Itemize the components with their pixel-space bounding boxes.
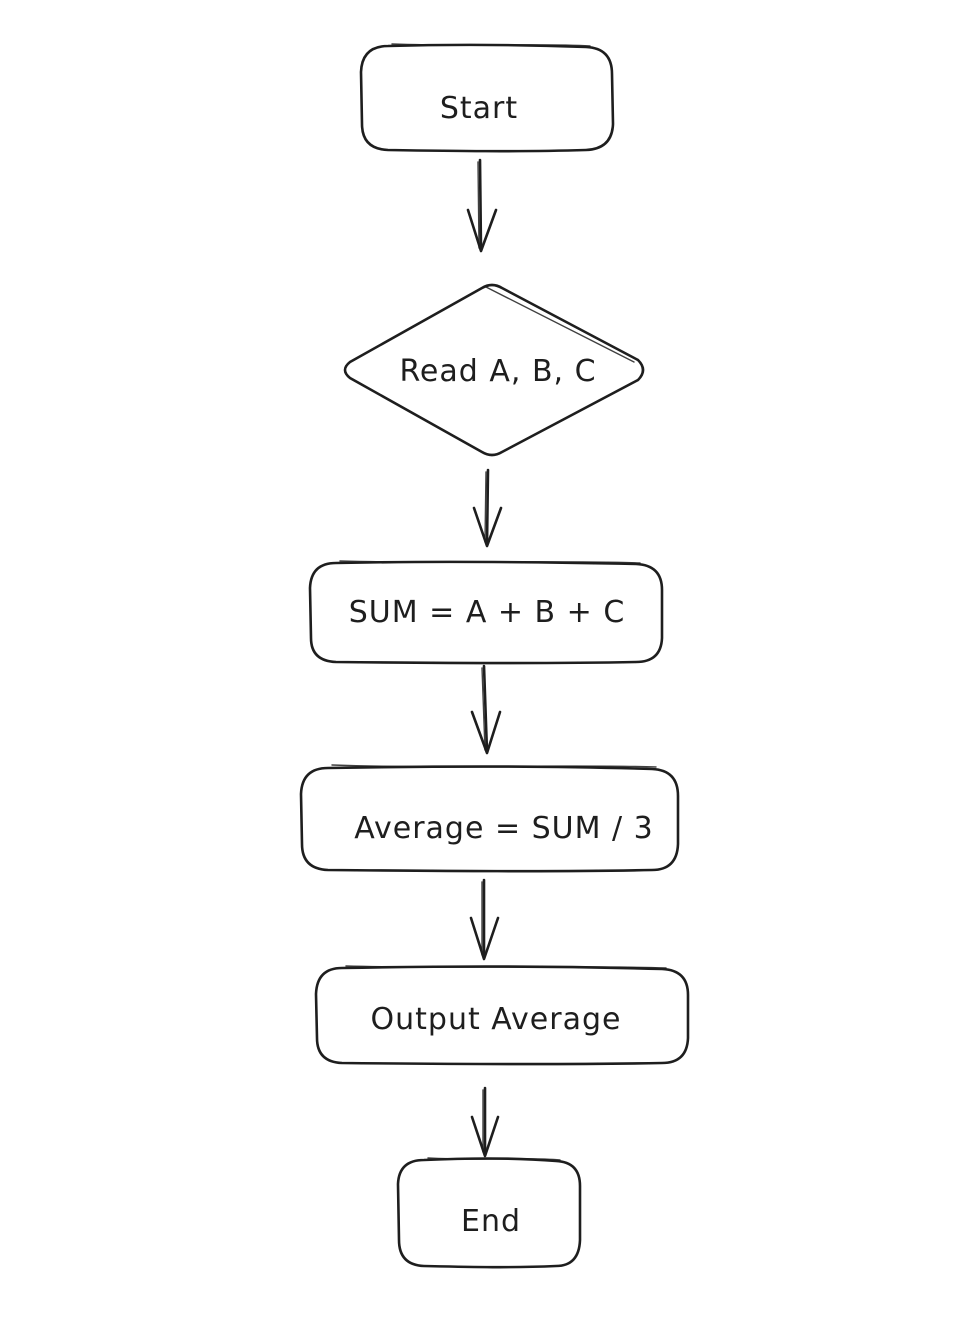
edge-sum-average-head [470, 710, 502, 755]
edge-read-sum-head [472, 506, 503, 548]
edge-sum-average-sketch [481, 667, 486, 751]
edge-output-end-head [470, 1115, 500, 1158]
edge-start-read [466, 158, 498, 253]
node-sum-sketch [339, 560, 641, 564]
edge-start-read-head [466, 208, 498, 253]
edge-sum-average-line [482, 664, 489, 754]
node-read-sketch [485, 286, 635, 363]
node-sum-label: SUM = A + B + C [349, 595, 626, 630]
edge-start-read-sketch [477, 161, 480, 249]
node-read[interactable]: Read A, B, C [343, 283, 645, 457]
node-start-box [359, 43, 615, 153]
node-start[interactable]: Start [359, 43, 615, 153]
node-output[interactable]: Output Average [314, 965, 690, 1066]
node-output-sketch [345, 965, 667, 969]
edge-read-sum-line [485, 468, 490, 547]
node-end-label: End [461, 1204, 521, 1239]
node-sum[interactable]: SUM = A + B + C [308, 560, 664, 665]
node-average-box [299, 765, 680, 873]
edge-average-output-head [469, 916, 500, 961]
node-average[interactable]: Average = SUM / 3 [299, 764, 680, 873]
node-end[interactable]: End [396, 1157, 582, 1269]
node-start-sketch [391, 43, 591, 47]
edge-start-read-line [478, 158, 483, 252]
node-output-label: Output Average [371, 1002, 622, 1037]
node-end-box [396, 1157, 582, 1269]
node-read-diamond [343, 283, 645, 457]
node-average-sketch [331, 764, 657, 768]
edge-read-sum [472, 468, 503, 548]
node-end-sketch [427, 1157, 561, 1161]
node-start-label: Start [440, 91, 518, 126]
node-read-label: Read A, B, C [399, 354, 596, 389]
edge-sum-average [470, 664, 502, 755]
edge-output-end [470, 1086, 500, 1158]
edge-read-sum-sketch [484, 471, 487, 543]
edge-average-output [469, 878, 500, 961]
node-average-label: Average = SUM / 3 [354, 811, 654, 846]
